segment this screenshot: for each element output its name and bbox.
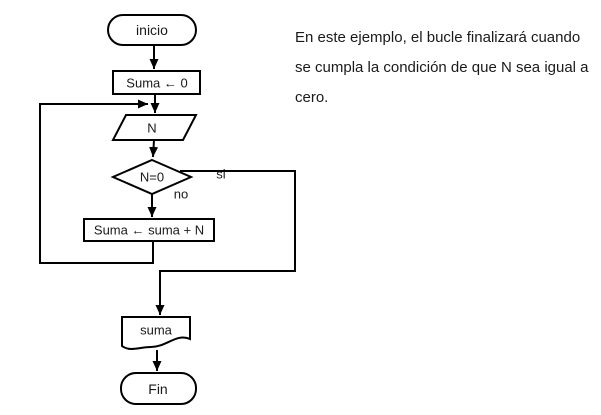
connector-loop-back: [39, 99, 154, 264]
output-label: suma: [140, 322, 172, 338]
connector-input-decision: [149, 139, 159, 158]
start-label: inicio: [136, 22, 168, 38]
end-terminator-shape: [120, 372, 197, 405]
start-terminator-shape: [107, 14, 197, 46]
accumulate-process-shape: [83, 218, 215, 242]
accumulate-label: Suma ← suma + N: [93, 222, 205, 238]
init-process-shape: [112, 70, 201, 95]
annotation-line-2: se cumpla la condición de que N sea igua…: [295, 59, 589, 76]
end-label: Fin: [148, 381, 168, 397]
branch-label-no: no: [173, 186, 189, 202]
decision-label: N=0: [139, 169, 165, 185]
annotation-line-3: cero.: [295, 89, 329, 106]
connector-decision-output-si: [155, 170, 296, 315]
annotation-line-1: En este ejemplo, el bucle finalizará cua…: [295, 29, 581, 46]
output-document-shape: [121, 316, 191, 350]
input-parallelogram-shape: [111, 114, 198, 141]
annotation-paragraph: En este ejemplo, el bucle finalizará cua…: [295, 23, 595, 113]
branch-label-si: si: [216, 166, 226, 182]
input-label: N: [147, 120, 157, 136]
init-label: Suma ← 0: [126, 75, 188, 91]
